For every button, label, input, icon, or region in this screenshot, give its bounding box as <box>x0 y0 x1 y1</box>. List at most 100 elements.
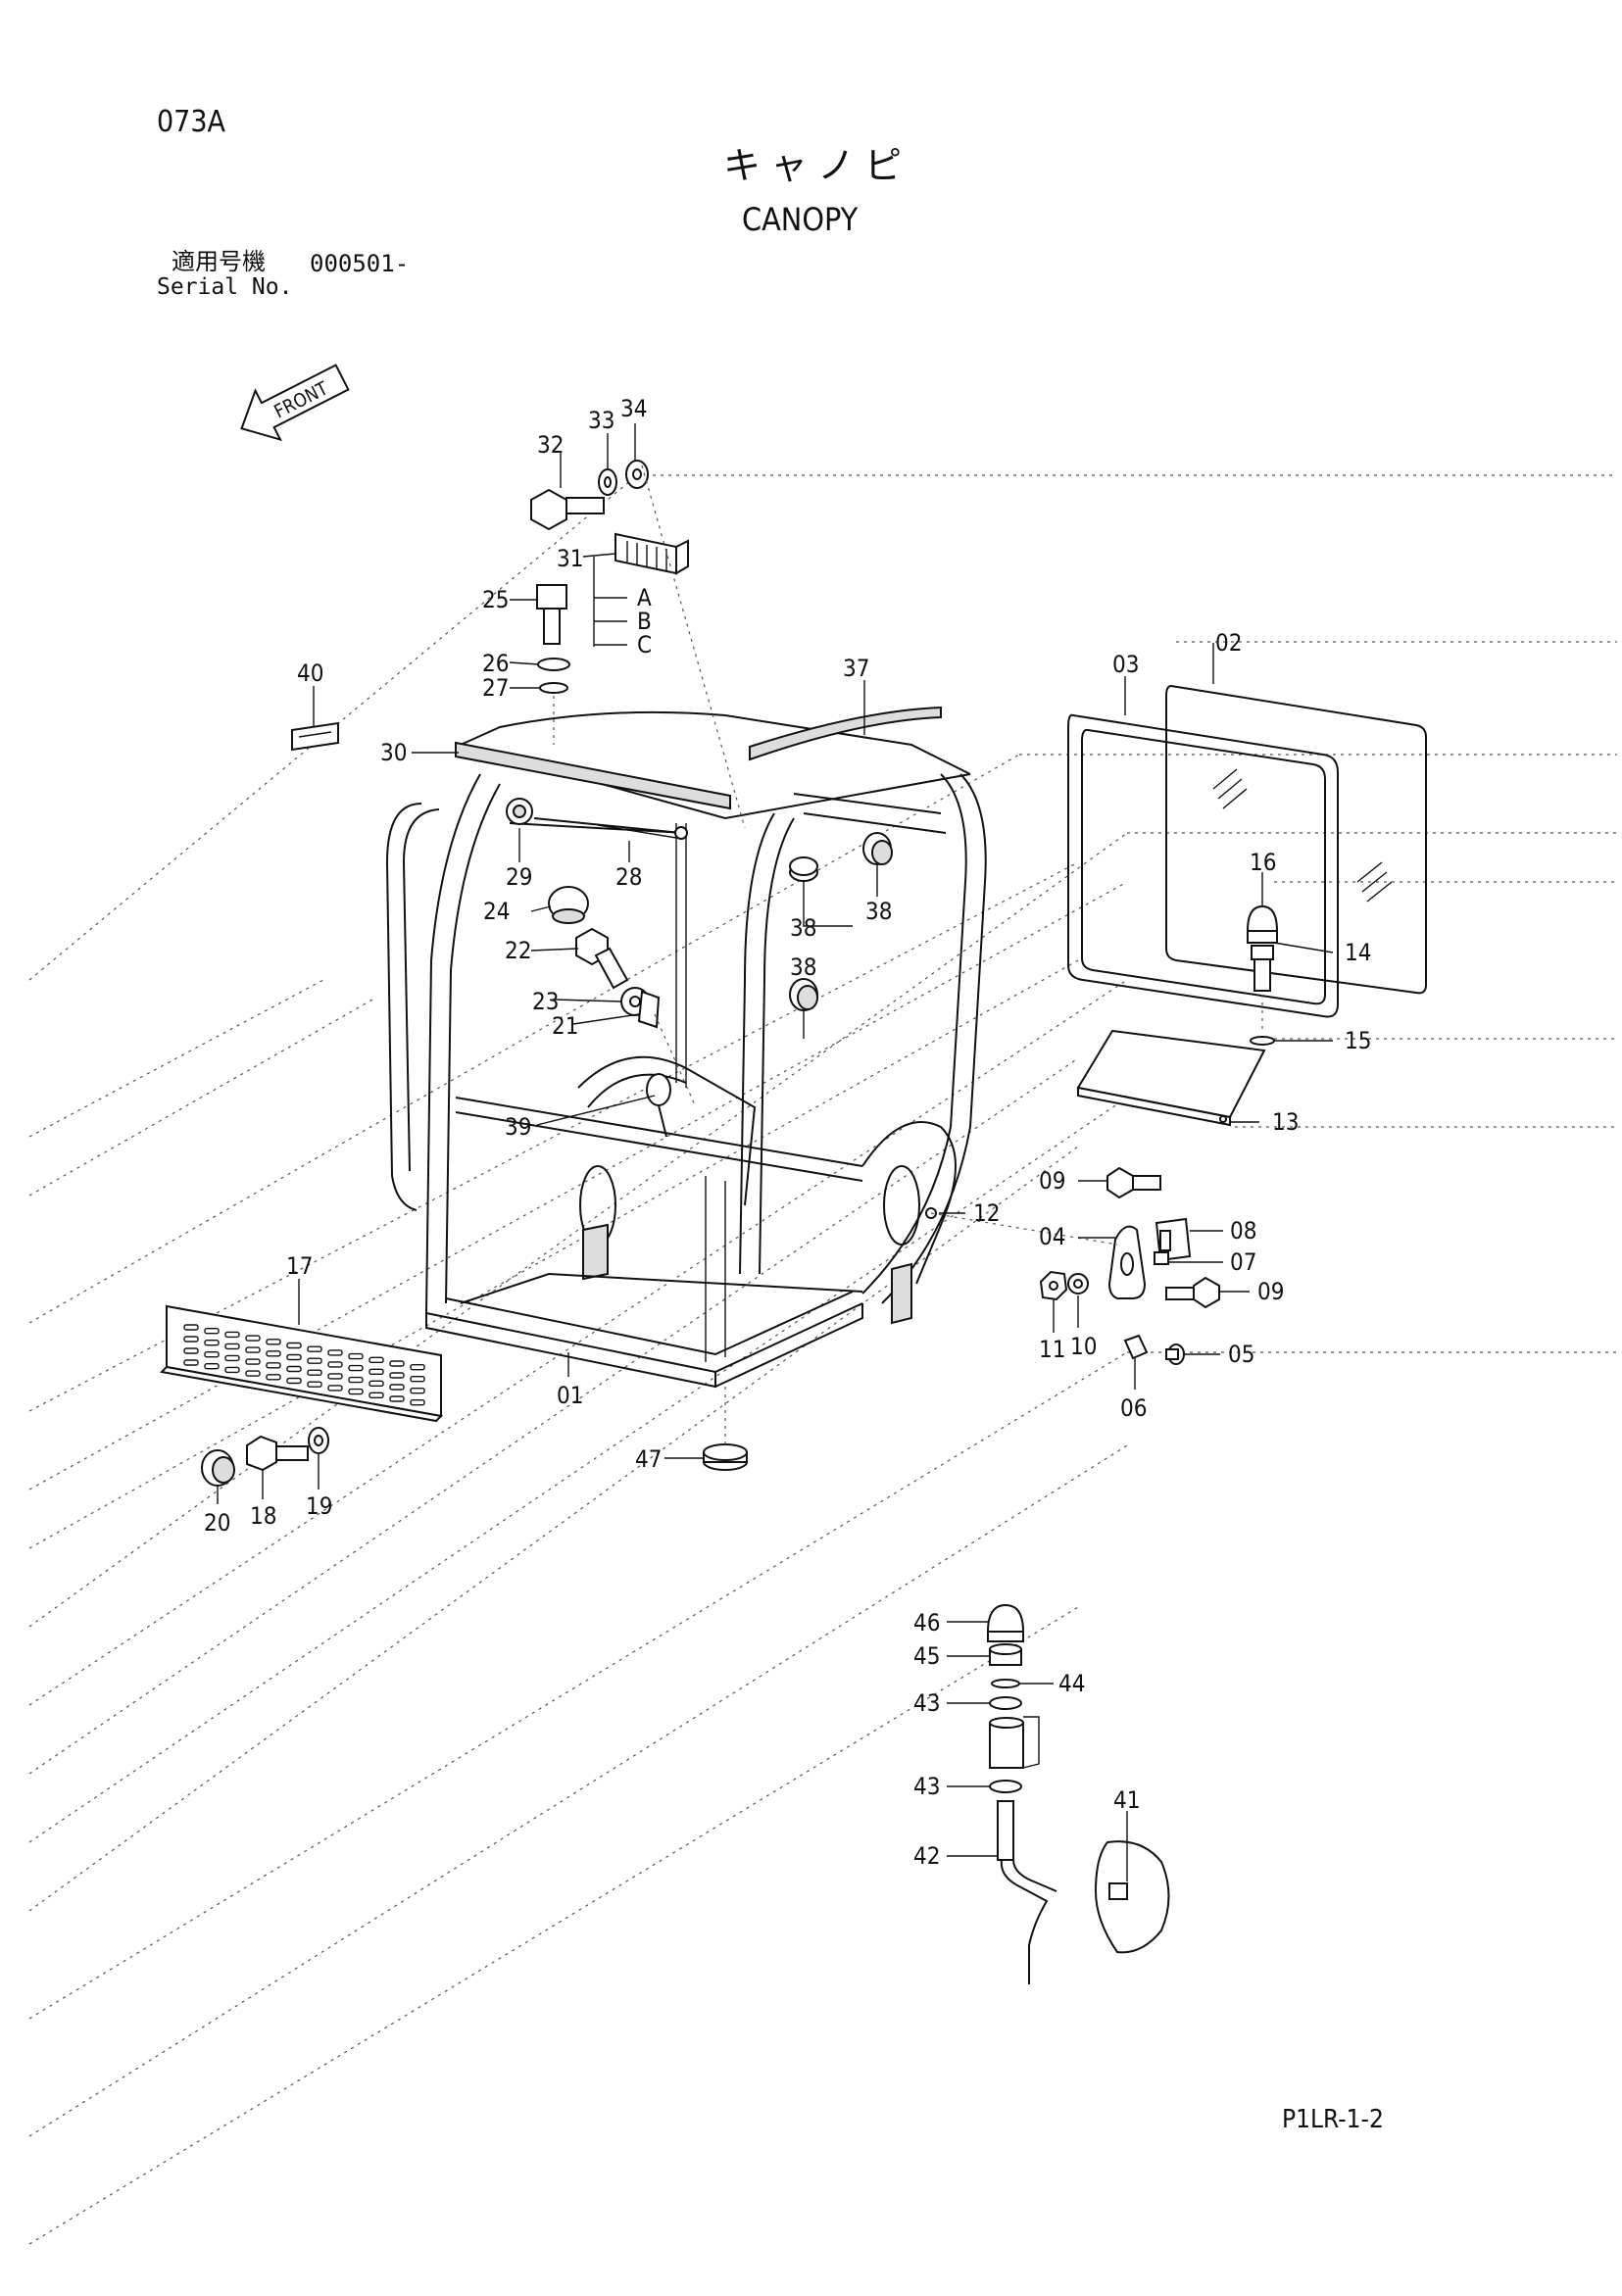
louver-slot <box>327 1361 343 1368</box>
louver-slot <box>286 1342 302 1349</box>
part-41-mirror <box>1094 1840 1170 1954</box>
part-04-mount-plate <box>1107 1225 1147 1299</box>
louver-slot <box>183 1324 199 1331</box>
callout-25: 25 <box>482 586 509 613</box>
louver-slot <box>327 1385 343 1392</box>
louver-slot <box>204 1339 220 1346</box>
callout-30: 30 <box>380 739 407 766</box>
louver-slot <box>204 1350 220 1358</box>
part-40-label-plate <box>291 721 339 752</box>
front-arrow-icon: FRONT <box>240 364 350 442</box>
callout-37: 37 <box>843 655 869 682</box>
callout-41: 41 <box>1113 1786 1140 1814</box>
callout-42: 42 <box>913 1842 940 1870</box>
louver-slot <box>204 1327 220 1335</box>
louver-slot <box>410 1398 425 1406</box>
part-45-nut <box>989 1643 1022 1666</box>
callout-labels: 32 33 34 31 A B C 25 26 27 40 30 37 03 0… <box>204 395 1371 1870</box>
footer-code: P1LR-1-2 <box>1282 2105 1384 2134</box>
part-37-roof-strip <box>749 706 942 761</box>
callout-34: 34 <box>620 395 647 422</box>
callout-38-c: 38 <box>790 953 816 981</box>
callout-23: 23 <box>532 988 559 1015</box>
title-japanese: キャノピ <box>723 144 912 187</box>
part-08-hinge <box>1155 1217 1192 1262</box>
part-16-cap-nut <box>1246 904 1279 944</box>
part-17-louver-panel <box>159 1304 444 1423</box>
louver-slot <box>245 1370 261 1377</box>
louver-slot <box>389 1384 405 1391</box>
part-18-bolt <box>246 1435 309 1472</box>
louver-slot <box>245 1358 261 1365</box>
callout-22: 22 <box>505 937 531 964</box>
louver-slot <box>327 1349 343 1356</box>
part-25-bolt <box>536 584 567 645</box>
louver-slot <box>348 1376 364 1384</box>
callout-15: 15 <box>1345 1027 1371 1054</box>
part-02-window-glass <box>1165 684 1427 995</box>
louver-slot <box>286 1365 302 1373</box>
part-42-mirror-stay <box>997 1800 1057 1984</box>
callout-38-a: 38 <box>790 914 816 942</box>
part-06-clip <box>1123 1334 1149 1360</box>
part-20-cap <box>201 1449 235 1487</box>
louver-slot <box>245 1346 261 1353</box>
callout-13: 13 <box>1272 1108 1299 1136</box>
callout-07: 07 <box>1230 1248 1256 1276</box>
louver-slot <box>369 1392 384 1399</box>
callout-11: 11 <box>1039 1336 1065 1363</box>
louver-slot <box>369 1368 384 1376</box>
mirror-bushing <box>989 1716 1040 1769</box>
louver-slot <box>245 1335 261 1342</box>
part-47-rubber-mount <box>703 1443 748 1471</box>
callout-19: 19 <box>306 1492 332 1520</box>
part-26-washer <box>537 658 570 671</box>
louver-slot <box>183 1359 199 1366</box>
louver-slot <box>307 1381 322 1388</box>
callout-02: 02 <box>1215 629 1242 657</box>
canopy-frame <box>385 710 987 1389</box>
callout-33: 33 <box>588 407 614 434</box>
callout-01: 01 <box>557 1382 583 1409</box>
part-15-washer <box>1250 1036 1275 1046</box>
part-28-wiper-link <box>533 817 688 840</box>
louver-slot <box>266 1339 281 1345</box>
callout-31: 31 <box>557 545 583 572</box>
callout-46: 46 <box>913 1609 940 1637</box>
louver-slot <box>183 1347 199 1354</box>
louver-slot <box>369 1380 384 1388</box>
callout-32: 32 <box>537 431 564 459</box>
callout-28: 28 <box>615 863 642 891</box>
callout-16: 16 <box>1250 849 1276 876</box>
callout-14: 14 <box>1345 939 1371 966</box>
callout-09-upper: 09 <box>1039 1167 1065 1195</box>
part-05-screw <box>1165 1343 1185 1365</box>
louver-slot <box>266 1374 281 1381</box>
louver-slot <box>224 1354 240 1362</box>
part-22-bolt <box>575 927 629 990</box>
part-21-bracket <box>637 990 661 1029</box>
louver-slot <box>348 1352 364 1360</box>
callout-44: 44 <box>1058 1670 1085 1697</box>
louver-slot <box>389 1372 405 1379</box>
part-10-washer <box>1067 1273 1089 1295</box>
louver-slot <box>389 1360 405 1367</box>
callout-20: 20 <box>204 1509 230 1537</box>
louver-slot <box>348 1364 364 1372</box>
part-32-bolt <box>530 488 605 531</box>
part-44-washer <box>991 1679 1020 1688</box>
part-09-bolt-upper <box>1106 1166 1161 1199</box>
callout-05: 05 <box>1228 1341 1254 1368</box>
part-38-cushion-b <box>862 832 893 865</box>
louver-slot <box>286 1353 302 1361</box>
louver-slot <box>183 1336 199 1343</box>
callout-06: 06 <box>1120 1394 1147 1422</box>
louver-slot <box>224 1343 240 1350</box>
louver-slot <box>286 1377 302 1385</box>
callout-45: 45 <box>913 1642 940 1670</box>
louver-slot <box>204 1362 220 1370</box>
louver-slot <box>307 1345 322 1352</box>
callout-31-b: B <box>637 608 652 635</box>
louver-slot <box>266 1350 281 1357</box>
